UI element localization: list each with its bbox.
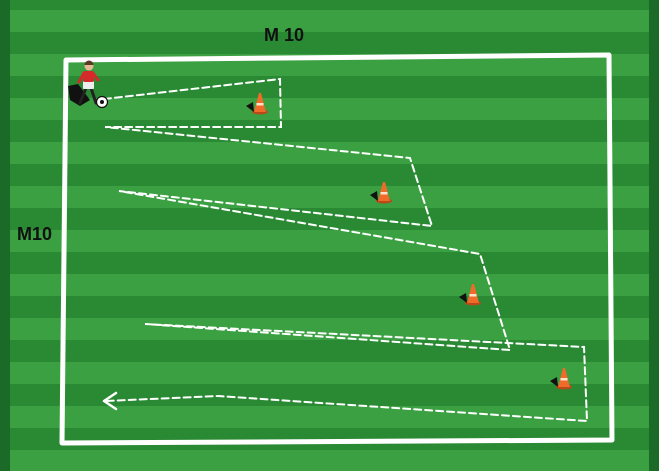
side-dimension-label: M10	[17, 224, 52, 244]
grass-stripes	[10, 0, 649, 471]
player-icon	[68, 60, 100, 106]
field-boundary	[59, 52, 615, 446]
dribble-path	[103, 77, 589, 423]
ball-icon	[95, 95, 109, 109]
cone-2	[370, 182, 392, 204]
cone-1	[246, 93, 268, 115]
top-dimension-label: M 10	[264, 25, 304, 45]
arrowhead-icon	[102, 391, 118, 411]
cone-4	[550, 368, 572, 390]
cone-3	[459, 284, 481, 306]
